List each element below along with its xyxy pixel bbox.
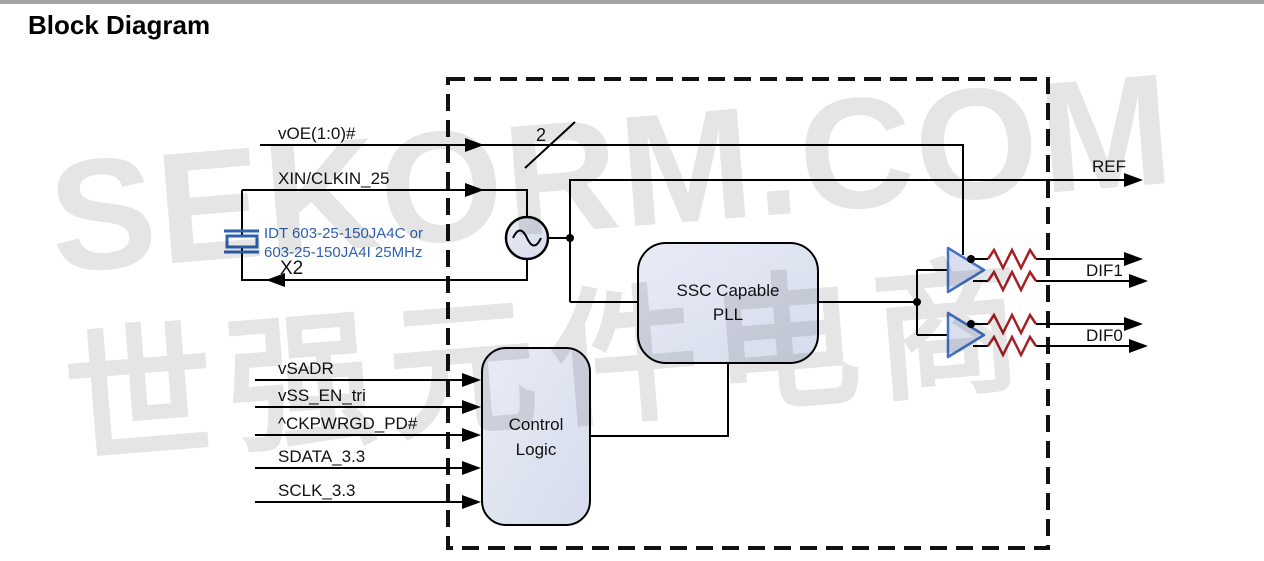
crystal-body (225, 234, 259, 249)
output-label-ref: REF (1092, 157, 1126, 176)
crystal-part-line2: 603-25-150JA4I 25MHz (264, 244, 422, 261)
page-title: Block Diagram (28, 10, 211, 40)
output-label-dif1: DIF1 (1086, 261, 1123, 280)
arrowhead-icon-sclk (462, 495, 481, 509)
zigzag-resistor-icon (986, 247, 1038, 271)
arrowhead-icon-dif1-n (1129, 274, 1148, 288)
chip-boundary (446, 77, 1050, 550)
junction-dot (967, 320, 975, 328)
arrowhead-icon-ref (1124, 173, 1143, 187)
output-label-dif0: DIF0 (1086, 326, 1123, 345)
arrowhead-icon-vss-en (462, 400, 481, 414)
signal-label-voe: vOE(1:0)# (278, 124, 356, 143)
junction-dot (913, 298, 921, 306)
arrowhead-icon-crystal-return (266, 273, 285, 287)
signal-label-sdata: SDATA_3.3 (278, 447, 365, 466)
pll-label-line2: PLL (713, 305, 743, 324)
junction-dot (566, 234, 574, 242)
sine-wave-circle-icon (504, 215, 550, 261)
wire-control-to-pll (590, 364, 729, 437)
junction-dot (967, 255, 975, 263)
signal-label-sclk: SCLK_3.3 (278, 481, 356, 500)
arrowhead-icon-vsadr (462, 373, 481, 387)
arrowhead-icon-dif0-p (1124, 317, 1143, 331)
wire-ref (569, 179, 1126, 302)
signal-label-vss-en: vSS_EN_tri (278, 386, 366, 405)
control-logic-label-line2: Logic (516, 440, 557, 459)
output-buffers (946, 246, 986, 359)
junction-dots (566, 234, 975, 328)
control-logic-box (481, 347, 591, 526)
arrowhead-icon-dif1-p (1124, 252, 1143, 266)
crystal-designator: X2 (280, 258, 303, 279)
termination-resistors (986, 247, 1038, 358)
triangle-buffer-icon-dif1 (946, 246, 986, 294)
bus-width-label: 2 (536, 125, 546, 145)
slash-icon (524, 121, 576, 169)
wire-xin (242, 189, 528, 217)
page-top-rule (0, 0, 1264, 4)
pll-box (637, 242, 819, 364)
arrowhead-icon-ckpwrgd (462, 428, 481, 442)
arrowhead-icon-xin (465, 183, 484, 197)
signal-label-ckpwrgd: ^CKPWRGD_PD# (278, 414, 418, 433)
zigzag-resistor-icon (986, 334, 1038, 358)
zigzag-resistor-icon (986, 312, 1038, 336)
control-logic-label-line1: Control (509, 415, 564, 434)
pll-block: SSC Capable PLL (637, 242, 819, 364)
signal-label-vsadr: vSADR (278, 359, 334, 378)
wire-voe (260, 144, 964, 255)
arrowhead-icon-voe (465, 138, 484, 152)
arrowhead-icon-sdata (462, 461, 481, 475)
signal-label-xin: XIN/CLKIN_25 (278, 169, 390, 188)
pll-label-line1: SSC Capable (676, 281, 779, 300)
sine-wave (512, 229, 542, 247)
wires (241, 121, 1131, 503)
control-logic-block: Control Logic (481, 347, 591, 526)
quartz-crystal-icon (224, 229, 259, 254)
arrowhead-icon-dif0-n (1129, 339, 1148, 353)
triangle-buffer-icon-dif0 (946, 311, 986, 359)
zigzag-resistor-icon (986, 269, 1038, 293)
arrowheads (266, 138, 1148, 509)
crystal-part-line1: IDT 603-25-150JA4C or (264, 225, 423, 242)
